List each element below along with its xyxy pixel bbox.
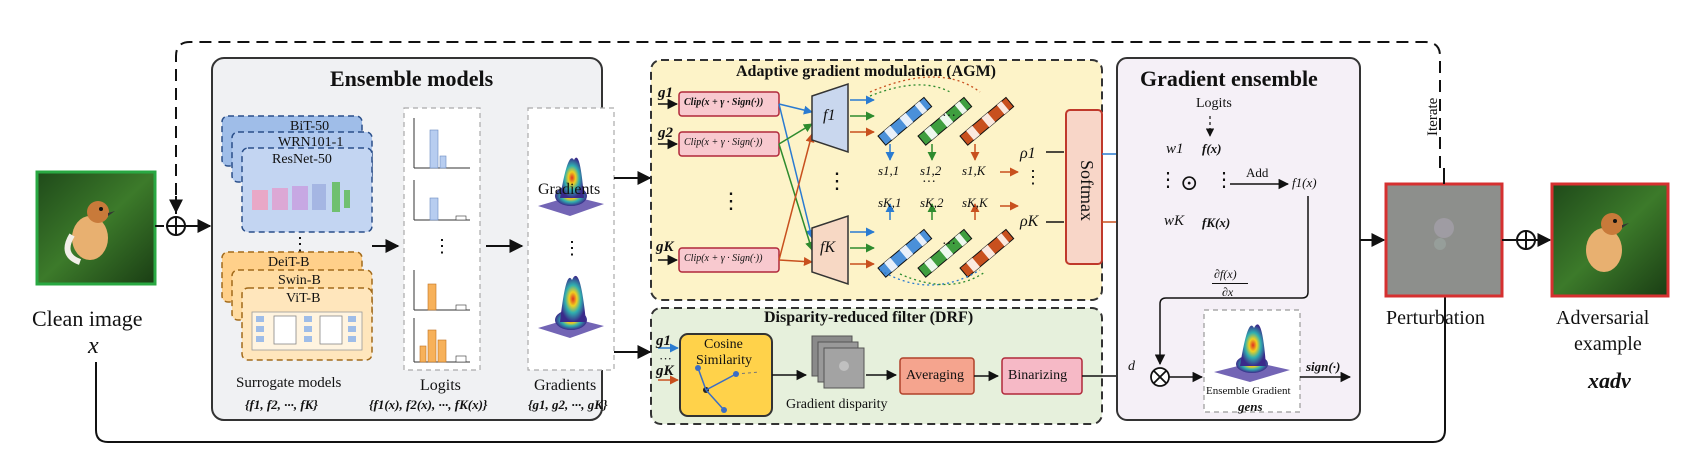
ge-f-top: f(x) <box>1202 141 1222 156</box>
agm-vdots-mid: ⋮ <box>826 168 848 193</box>
gradient-disparity-label: Gradient disparity <box>786 397 888 412</box>
ensemble-title: Ensemble models <box>330 66 494 91</box>
clean-image-label: Clean image <box>32 306 143 331</box>
gradients-heading: Gradients <box>538 181 601 198</box>
adversarial-symbol: xadv <box>1588 368 1631 393</box>
vit-model-2: Swin-B <box>278 273 321 288</box>
gradients-panel <box>527 107 615 371</box>
add-label: Add <box>1246 165 1269 180</box>
s-1-1: s1,1 <box>878 163 900 178</box>
cosine-icon <box>695 365 761 413</box>
cnn-model-stack <box>221 115 373 233</box>
cosine-label-2: Similarity <box>696 353 752 368</box>
logits-panel <box>403 107 481 371</box>
agm-gK: gK <box>656 239 674 255</box>
agm-title: Adaptive gradient modulation (AGM) <box>736 63 996 80</box>
f1-label: f1 <box>823 107 836 124</box>
clean-image-symbol: x <box>88 333 99 359</box>
agm-logit-vectors-top <box>877 96 1015 146</box>
deriv-denominator: ∂x <box>1222 285 1234 299</box>
rho-vdots: ⋮ <box>1024 167 1042 187</box>
rho-K: ρK <box>1020 213 1039 230</box>
ge-logits-label: Logits <box>1196 96 1232 111</box>
logits-set: {f1(x), f2(x), ···, fK(x)} <box>369 397 488 412</box>
s-1-K: s1,K <box>962 163 986 178</box>
cnn-model-2: WRN101-1 <box>278 135 344 150</box>
svg-text:⋮: ⋮ <box>291 234 309 254</box>
softmax-label: Softmax <box>1077 160 1097 221</box>
s-K-K: sK,K <box>962 195 988 210</box>
clip-label-1: Clip(x + γ · Sign(·)) <box>684 97 764 108</box>
ge-vdots-left: ⋮ <box>1158 169 1178 191</box>
rho-1: ρ1 <box>1020 145 1036 162</box>
multiply-node <box>1150 367 1170 387</box>
gradients-label: Gradients <box>534 377 597 394</box>
binarizing-label: Binarizing <box>1008 368 1068 383</box>
s-ellipsis: ··· <box>922 175 936 190</box>
clip-label-2: Clip(x + γ · Sign(·)) <box>684 137 763 148</box>
ge-title: Gradient ensemble <box>1140 66 1318 91</box>
agm-g2: g2 <box>658 125 673 141</box>
add-node-right <box>1516 230 1536 250</box>
gradients-set: {g1, g2, ···, gK} <box>528 397 608 412</box>
agm-ellipsis-bottom: ··· <box>942 237 956 252</box>
deriv-numerator: ∂f(x) <box>1214 267 1237 281</box>
w-1: w1 <box>1166 141 1184 157</box>
fK-label: fK <box>820 239 836 256</box>
fK-node <box>811 214 849 286</box>
agm-vdots-left: ⋮ <box>720 188 742 213</box>
cosine-label-1: Cosine <box>704 337 743 352</box>
cnn-model-3: ResNet-50 <box>272 152 332 167</box>
vit-model-stack <box>221 251 373 361</box>
f1-node <box>811 82 849 154</box>
s-K-1: sK,1 <box>878 195 902 210</box>
clip-boxes <box>678 91 780 273</box>
perturbation-label: Perturbation <box>1386 307 1485 329</box>
adversarial-label-line1: Adversarial <box>1556 307 1650 329</box>
s-K-2: sK,2 <box>920 195 944 210</box>
iterate-label: Iterate <box>1425 97 1441 136</box>
surrogate-set: {f1, f2, ···, fK} <box>245 397 318 412</box>
drf-gK: gK <box>656 363 674 379</box>
agm-g1: g1 <box>658 85 673 101</box>
deriv-bar <box>1212 283 1248 284</box>
agm-ellipsis-top: ··· <box>942 109 956 124</box>
d-label: d <box>1128 359 1135 374</box>
clean-image <box>35 170 157 286</box>
drf-g1: g1 <box>656 333 671 349</box>
disparity-maps <box>811 335 865 389</box>
svg-text:⋮: ⋮ <box>433 236 451 256</box>
softmax-box <box>1065 109 1103 265</box>
ge-vdots-right: ⋮ <box>1214 169 1234 191</box>
surrogate-label: Surrogate models <box>236 375 342 391</box>
drf-ellipsis: ··· <box>659 351 672 366</box>
skip-connection <box>95 250 1446 443</box>
f1x-label: f1(x) <box>1292 175 1317 190</box>
ensemble-gradient-label: Ensemble Gradient <box>1206 385 1291 397</box>
clip-label-3: Clip(x + γ · Sign(·)) <box>684 253 763 264</box>
iterate-loop <box>175 41 1441 214</box>
s-1-2: s1,2 <box>920 163 942 178</box>
vit-model-3: ViT-B <box>286 291 321 306</box>
add-node-left <box>166 216 186 236</box>
adversarial-label-line2: example <box>1574 333 1642 355</box>
ge-f-bottom: fK(x) <box>1202 215 1231 230</box>
g-ens-label: gens <box>1238 399 1263 414</box>
logits-label: Logits <box>420 377 461 394</box>
vit-model-1: DeiT-B <box>268 255 310 270</box>
cnn-model-1: BiT-50 <box>290 119 330 134</box>
averaging-label: Averaging <box>906 368 965 383</box>
adversarial-image <box>1550 182 1670 298</box>
ensemble-gradient-box <box>1203 309 1301 413</box>
perturbation-image <box>1384 182 1504 298</box>
agm-logit-vectors-bottom <box>877 228 1015 278</box>
w-K: wK <box>1164 213 1185 229</box>
hadamard-symbol: ⊙ <box>1180 170 1199 195</box>
svg-text:⋮: ⋮ <box>563 238 581 258</box>
drf-title: Disparity-reduced filter (DRF) <box>764 309 974 326</box>
sign-label: sign(·) <box>1306 359 1341 374</box>
